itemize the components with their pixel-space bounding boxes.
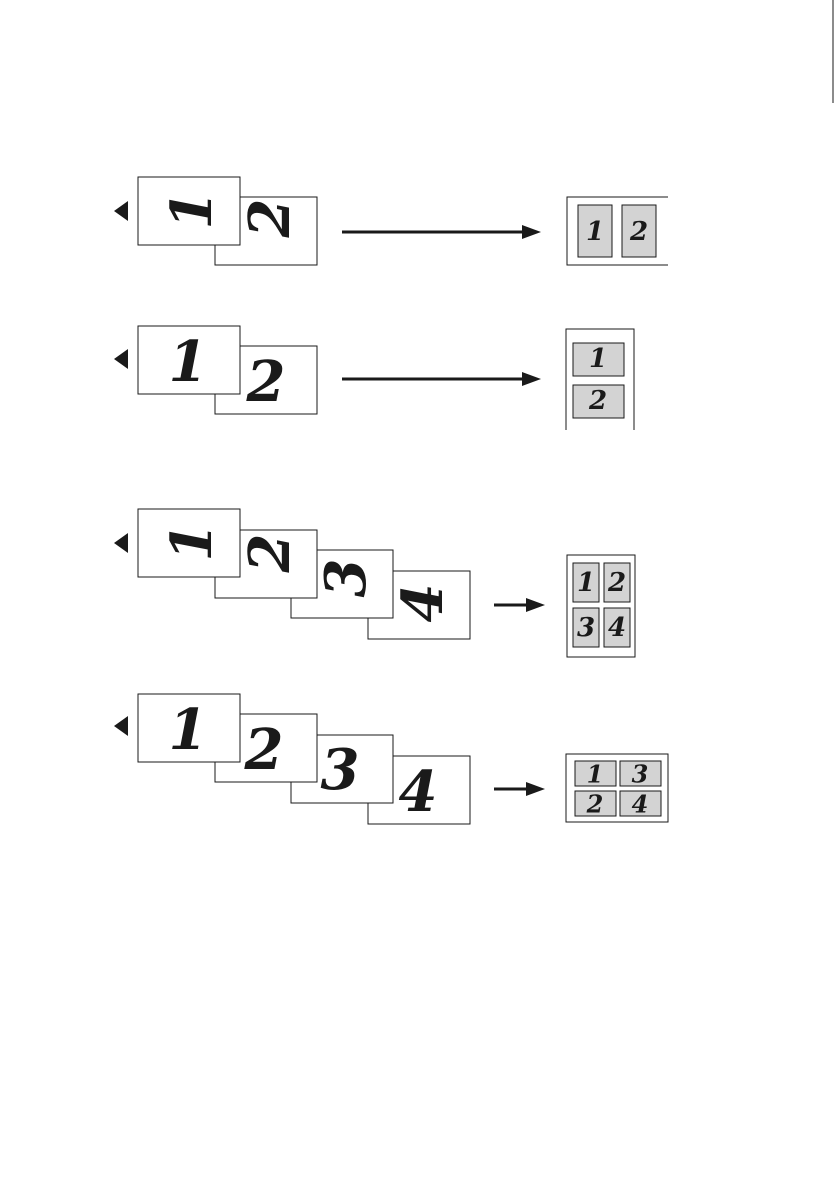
feed-direction-marker	[114, 201, 128, 221]
feed-direction-marker	[114, 349, 128, 369]
original-page-1-number: 1	[159, 191, 225, 230]
original-page-1-number: 1	[159, 523, 225, 562]
row-4in1-landscape: 4 3 2 1 1 3 2 4	[114, 694, 668, 825]
feed-direction-marker	[114, 533, 128, 553]
arrow	[494, 598, 545, 612]
original-page-2-number: 2	[246, 349, 286, 415]
original-page-3-number: 3	[321, 737, 360, 803]
original-page-3-number: 3	[313, 559, 379, 598]
output-sheet: 1 3 2 4	[566, 754, 668, 822]
output-tile-3-number: 3	[632, 760, 649, 789]
arrow	[342, 372, 541, 386]
original-page-2-number: 2	[244, 717, 284, 783]
output-tile-4-number: 4	[608, 613, 626, 643]
output-tile-4-number: 4	[632, 790, 649, 819]
row-2in1-landscape: 2 1 1 2	[114, 177, 668, 265]
original-page-2-number: 2	[237, 534, 303, 574]
original-page-2-number: 2	[237, 199, 303, 239]
output-tile-2-number: 2	[588, 386, 607, 416]
output-tile-1-number: 1	[587, 760, 604, 789]
output-tile-2-number: 2	[629, 217, 648, 247]
row-4in1-portrait: 4 3 2 1 1 2 3 4	[114, 509, 635, 657]
arrow	[494, 782, 545, 796]
row-2in1-portrait: 2 1 1 2	[114, 326, 634, 430]
output-sheet: 1 2	[566, 329, 634, 430]
output-tile-1-number: 1	[577, 568, 595, 598]
original-page-1-number: 1	[169, 329, 208, 395]
feed-direction-marker	[114, 716, 128, 736]
output-tile-2-number: 2	[607, 568, 626, 598]
arrow	[342, 225, 541, 239]
output-tile-3-number: 3	[577, 613, 595, 643]
output-tile-2-number: 2	[586, 790, 604, 819]
original-page-1-number: 1	[169, 697, 208, 763]
original-page-4-number: 4	[390, 584, 456, 623]
output-tile-1-number: 1	[586, 217, 604, 247]
output-tile-1-number: 1	[589, 344, 607, 374]
output-sheet: 1 2 3 4	[567, 555, 635, 657]
original-page-4-number: 4	[399, 759, 438, 825]
output-sheet: 1 2	[567, 197, 668, 265]
